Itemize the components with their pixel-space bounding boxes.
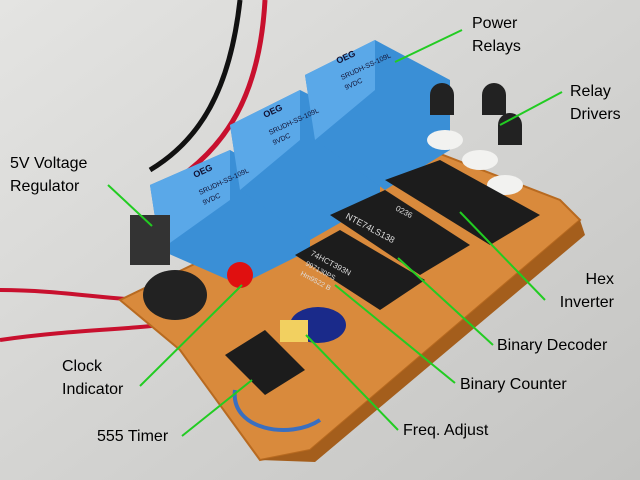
clock-led <box>227 262 253 288</box>
black-wire <box>148 0 243 173</box>
binary-counter-chip <box>295 230 425 310</box>
freq-adjust-pot <box>280 320 308 342</box>
power-relays: OEG OEG OEG SRUDH-SS-109L SRUDH-SS-109L … <box>150 40 450 285</box>
voltage-regulator <box>130 215 170 265</box>
label-555-timer: 555 Timer <box>97 428 169 445</box>
555-timer-chip <box>225 330 305 395</box>
label-binary-decoder: Binary Decoder <box>497 337 608 354</box>
hex-inverter-chip <box>385 160 540 245</box>
leader-lines <box>107 29 563 437</box>
relay-driver-transistors <box>427 83 523 195</box>
label-binary-counter: Binary Counter <box>460 376 567 393</box>
label-freq-adjust: Freq. Adjust <box>403 422 489 439</box>
binary-decoder-chip <box>330 190 470 275</box>
capacitor <box>143 270 207 320</box>
